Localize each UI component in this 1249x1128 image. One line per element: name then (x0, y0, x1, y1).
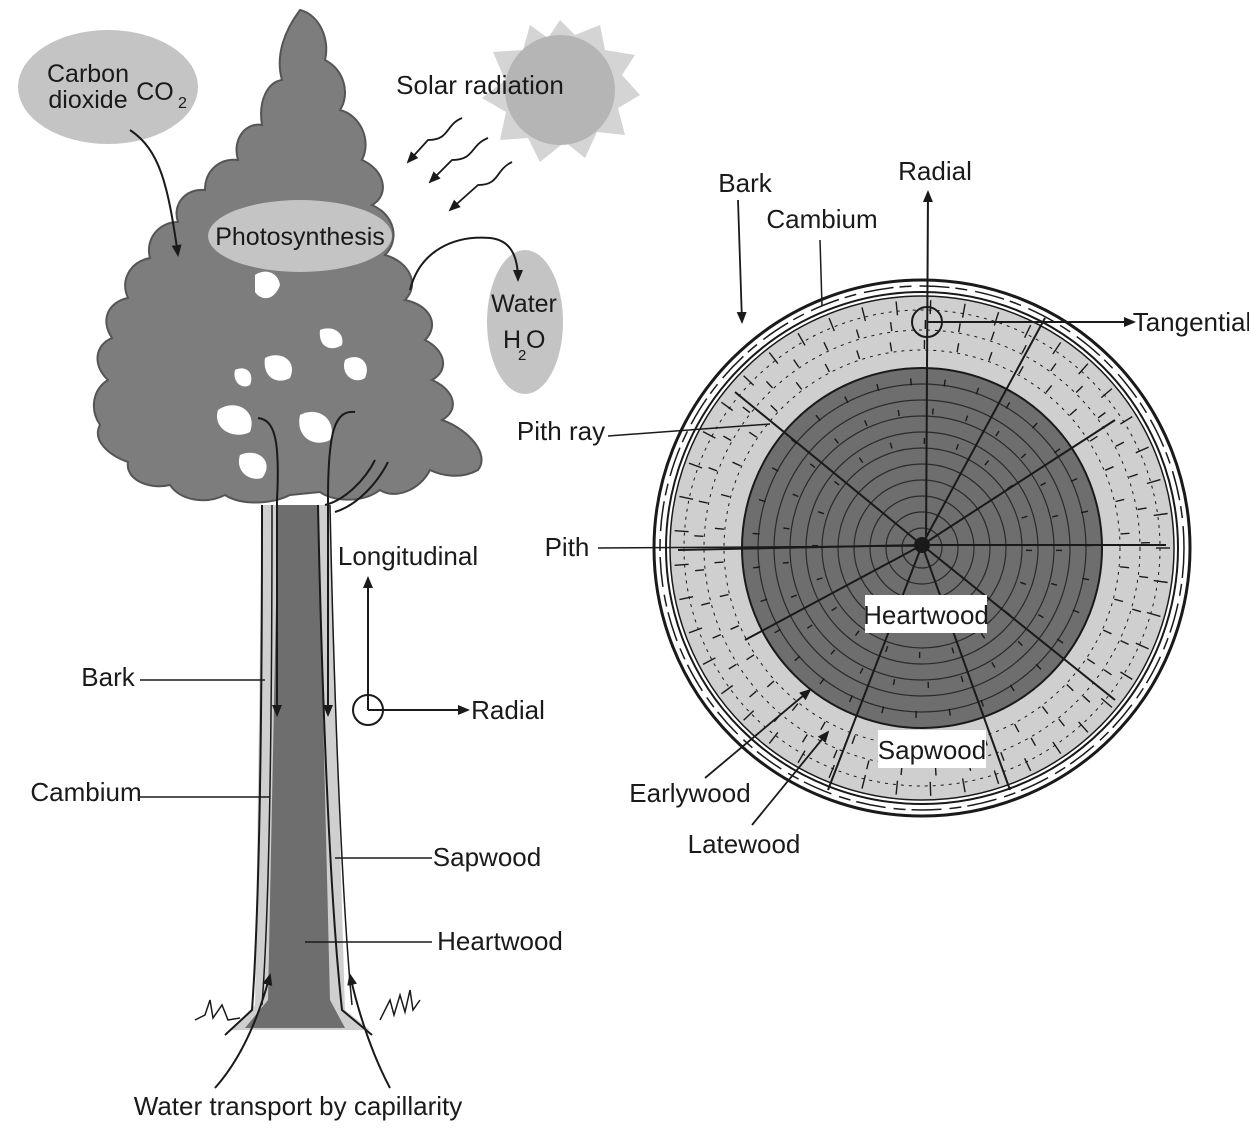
photosynthesis-bubble: Photosynthesis (208, 200, 392, 272)
section-sapwood-label: Sapwood (878, 735, 986, 765)
section-cambium-label: Cambium (766, 204, 877, 234)
solar-radiation-label: Solar radiation (396, 70, 564, 100)
longitudinal-label: Longitudinal (338, 541, 478, 571)
pith-ray-label: Pith ray (517, 416, 605, 446)
tree-bark-label: Bark (81, 662, 135, 692)
tangential-label: Tangential (1133, 307, 1249, 337)
pith-label: Pith (545, 532, 590, 562)
co2-bubble: Carbon dioxide CO 2 (18, 30, 198, 144)
earlywood-label: Earlywood (629, 778, 750, 808)
photosynthesis-label: Photosynthesis (215, 223, 385, 251)
tree-heartwood-label: Heartwood (437, 926, 563, 956)
co2-formula: CO (136, 78, 174, 106)
tree-sapwood-label: Sapwood (433, 842, 541, 872)
water-label: Water (491, 290, 557, 318)
section-bark-label: Bark (718, 168, 772, 198)
tree-cambium-label: Cambium (30, 777, 141, 807)
co2-label-line1: Carbon (47, 60, 129, 88)
co2-subscript: 2 (178, 95, 187, 112)
tree-illustration: Water transport by capillarity Carbon di… (18, 10, 640, 1121)
section-radial-label: Radial (898, 156, 972, 186)
tree-radial-label: Radial (471, 695, 545, 725)
water-formula-o: O (526, 326, 545, 354)
latewood-label: Latewood (688, 829, 801, 859)
co2-label-line2: dioxide (48, 86, 127, 114)
section-heartwood-label: Heartwood (863, 600, 989, 630)
cross-section-illustration: Radial Tangential Bark Cambium Pith ray … (517, 156, 1249, 859)
water-transport-label: Water transport by capillarity (134, 1091, 462, 1121)
water-bubble: Water H 2 O (487, 250, 563, 394)
